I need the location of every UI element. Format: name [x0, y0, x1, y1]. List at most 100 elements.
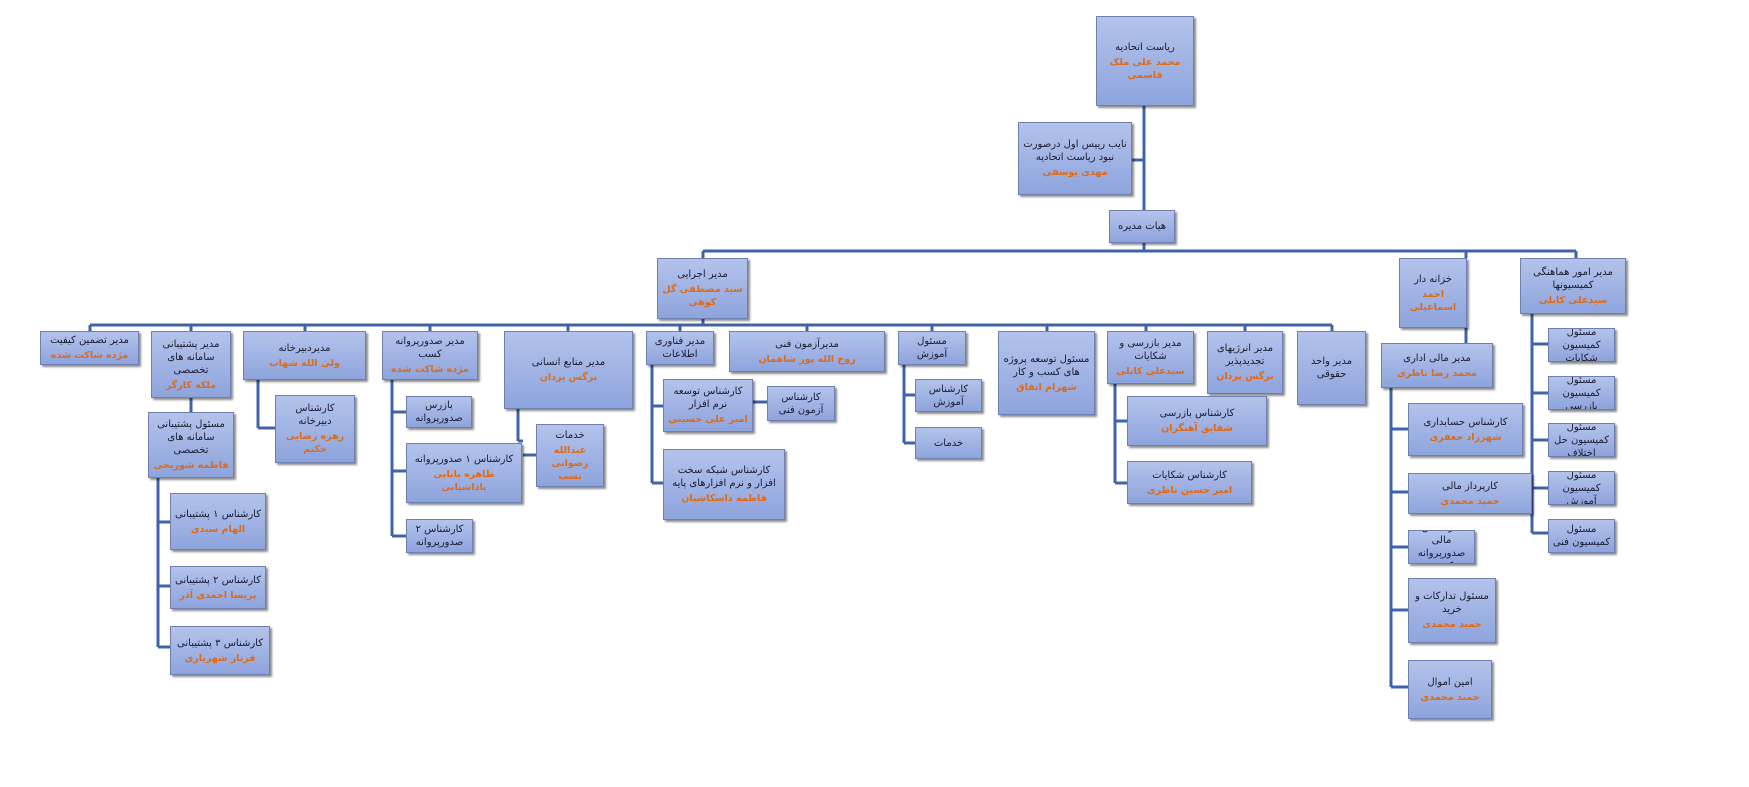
node-person: امیر حسین ناظری: [1146, 484, 1233, 496]
node-education-officer[interactable]: مسئول آموزش: [898, 331, 966, 365]
node-license-expert-2[interactable]: کارشناس ۲ صدورپروانه: [406, 519, 473, 553]
node-first-deputy[interactable]: نایب رییس اول درصورت نبود ریاست اتحادیه …: [1018, 122, 1132, 195]
node-title: امین اموال: [1427, 676, 1473, 688]
node-title: خزانه دار: [1414, 273, 1452, 285]
node-complaints-expert[interactable]: کارشناس شکایات امیر حسین ناظری: [1127, 461, 1252, 504]
node-person: محمد علی ملک قاسمی: [1109, 56, 1181, 81]
node-test-manager[interactable]: مدیرآزمون فنی روح الله پور شاهمان: [729, 331, 885, 372]
node-title: مسئول پشتیبانی سامانه های تخصصی: [157, 419, 225, 456]
node-title: مسئول کمیسیون بازرسی: [1562, 376, 1601, 410]
node-person: حمید محمدی: [1440, 495, 1500, 507]
node-title: مسئول آموزش: [916, 336, 948, 360]
node-person: شهرزاد جعفری: [1429, 431, 1502, 443]
node-title: کارشناس ۲ صدورپروانه: [415, 524, 464, 548]
node-title: مدیر فناوری اطلاعات: [654, 336, 706, 360]
node-title: بازرس صدورپروانه: [415, 400, 463, 424]
node-education-services[interactable]: خدمات: [915, 427, 982, 459]
node-person: فاطمه شوریجی: [153, 460, 229, 471]
node-support-expert-3[interactable]: کارشناس ۳ پشتیبانی فرناز شهریاری: [170, 626, 270, 675]
node-commission-dispute[interactable]: مسئول کمیسیون حل اختلاف: [1548, 423, 1615, 457]
node-title: کارشناس مالی صدورپروانه کسب: [1417, 531, 1466, 563]
node-person: الهام سیدی: [190, 523, 246, 535]
node-title: مسئول کمیسیون آموزش: [1562, 471, 1601, 505]
node-legal-manager[interactable]: مدیر واحد حقوقی: [1297, 331, 1366, 405]
node-inspection-manager[interactable]: مدیر بازرسی و شکایات سیدعلی کابلی: [1107, 331, 1194, 384]
node-person: نرگس یزدان: [539, 372, 598, 383]
node-secretariat-manager[interactable]: مدیردبیرخانه ولی الله شهاب: [243, 331, 366, 380]
node-commission-education[interactable]: مسئول کمیسیون آموزش: [1548, 471, 1615, 505]
node-property-officer[interactable]: امین اموال حمید محمدی: [1408, 660, 1492, 719]
node-license-inspector[interactable]: بازرس صدورپروانه: [406, 396, 472, 428]
node-title: کارشناس آموزش: [928, 383, 969, 408]
node-title: مسئول کمیسیون حل اختلاف: [1554, 423, 1609, 457]
node-admin-finance-manager[interactable]: مدیر مالی اداری محمد رضا ناظری: [1381, 343, 1493, 388]
node-title: کارشناس بازرسی: [1159, 408, 1235, 419]
node-procurement-officer[interactable]: مسئول تدارکات و خرید حمید محمدی: [1408, 578, 1496, 643]
node-title: مدیر امور هماهنگی کمیسیونها: [1533, 266, 1613, 291]
node-commission-complaints[interactable]: مسئول کمیسیون شکایات: [1548, 328, 1615, 362]
node-title: مدیر اجرایی: [677, 269, 728, 280]
node-title: مسئول کمیسیون فنی: [1552, 524, 1611, 548]
node-support-expert-2[interactable]: کارشناس ۲ پشتیبانی پریسا احمدی آذر: [170, 566, 266, 609]
node-title: مدیر پشتیبانی سامانه های تخصصی: [162, 338, 220, 376]
node-title: مسئول تدارکات و خرید: [1415, 591, 1489, 615]
node-services[interactable]: خدمات عبدالله رضوانی نسب: [536, 424, 604, 487]
node-hr-manager[interactable]: مدیر منابع انسانی نرگس یزدان: [504, 331, 633, 409]
node-finance-license-expert[interactable]: کارشناس مالی صدورپروانه کسب: [1408, 530, 1475, 564]
node-title: کارشناس حسابداری: [1423, 416, 1508, 428]
node-title: مدیرآزمون فنی: [775, 338, 839, 350]
node-license-expert-1[interactable]: کارشناس ۱ صدورپروانه طاهره بابایی باداشی…: [406, 443, 522, 503]
node-title: مسئول توسعه پروژه های کسب و کار: [1003, 353, 1090, 378]
node-person: محمد رضا ناظری: [1396, 367, 1478, 379]
node-test-expert[interactable]: کارشناس آزمون فنی: [767, 386, 835, 421]
node-person: زهره رضایی حکیم: [285, 431, 345, 455]
node-board[interactable]: هیات مدیره: [1109, 210, 1175, 243]
node-title: کارپرداز مالی: [1442, 480, 1498, 492]
node-energy-manager[interactable]: مدیر انرژیهای تجدیدپذیر نرگس یزدان: [1207, 331, 1283, 394]
node-person: سید مصطفی گل کوهی: [662, 284, 743, 308]
node-it-manager[interactable]: مدیر فناوری اطلاعات: [646, 331, 714, 365]
node-president[interactable]: ریاست اتحادیه محمد علی ملک قاسمی: [1096, 16, 1194, 106]
node-license-manager[interactable]: مدیر صدورپروانه کسب مژده شاکت شده: [382, 331, 478, 380]
node-support-officer[interactable]: مسئول پشتیبانی سامانه های تخصصی فاطمه شو…: [148, 412, 234, 478]
node-person: ملکه کارگر: [165, 379, 217, 391]
node-title: مسئول کمیسیون شکایات: [1562, 328, 1601, 362]
node-inspection-expert[interactable]: کارشناس بازرسی شقایق آهنگران: [1127, 396, 1267, 446]
node-finance-officer[interactable]: کارپرداز مالی حمید محمدی: [1408, 473, 1532, 514]
node-person: حمید محمدی: [1422, 619, 1482, 630]
node-support-expert-1[interactable]: کارشناس ۱ پشتیبانی الهام سیدی: [170, 493, 266, 550]
node-treasurer[interactable]: خزانه دار احمد اسماعیلی: [1399, 258, 1467, 328]
node-title: مدیر منابع انسانی: [531, 357, 606, 368]
node-title: کارشناس شبکه سخت افزار و نرم افزارهای پا…: [672, 465, 776, 489]
node-title: کارشناس ۱ پشتیبانی: [175, 508, 261, 520]
node-commission-inspection[interactable]: مسئول کمیسیون بازرسی: [1548, 376, 1615, 410]
node-project-officer[interactable]: مسئول توسعه پروژه های کسب و کار شهرام ات…: [998, 331, 1095, 415]
node-person: فاطمه داسکاشیان: [681, 493, 767, 504]
node-education-expert[interactable]: کارشناس آموزش: [915, 379, 982, 412]
node-executive-manager[interactable]: مدیر اجرایی سید مصطفی گل کوهی: [657, 258, 748, 319]
node-accounting-expert[interactable]: کارشناس حسابداری شهرزاد جعفری: [1408, 403, 1523, 456]
node-title: خدمات: [933, 437, 964, 449]
node-person: مهدی یوسفی: [1042, 167, 1108, 178]
node-person: مژده شاکت شده: [391, 364, 469, 375]
node-title: کارشناس ۱ صدورپروانه: [414, 453, 514, 465]
node-person: مژده شاکت شده: [50, 350, 129, 361]
node-title: کارشناس ۲ پشتیبانی: [175, 574, 261, 586]
node-commission-technical[interactable]: مسئول کمیسیون فنی: [1548, 519, 1615, 553]
node-title: مدیر بازرسی و شکایات: [1119, 338, 1182, 362]
node-title: مدیر مالی اداری: [1403, 352, 1471, 364]
node-coordination-manager[interactable]: مدیر امور هماهنگی کمیسیونها سیدعلی کابلی: [1520, 258, 1626, 314]
node-person: سیدعلی کابلی: [1116, 366, 1185, 377]
node-network-expert[interactable]: کارشناس شبکه سخت افزار و نرم افزارهای پا…: [663, 449, 785, 520]
node-quality-manager[interactable]: مدیر تضمین کیفیت مژده شاکت شده: [40, 331, 139, 365]
node-title: کارشناس دبیرخانه: [295, 403, 335, 427]
node-title: خدمات: [555, 429, 585, 441]
node-person: شقایق آهنگران: [1161, 423, 1233, 434]
node-person: ولی الله شهاب: [269, 357, 340, 369]
node-software-expert[interactable]: کارشناس توسعه نرم افزار امیر علی حسینی: [663, 379, 753, 432]
node-support-manager[interactable]: مدیر پشتیبانی سامانه های تخصصی ملکه کارگ…: [151, 331, 231, 398]
node-title: مدیردبیرخانه: [278, 342, 331, 354]
node-secretariat-expert[interactable]: کارشناس دبیرخانه زهره رضایی حکیم: [275, 395, 355, 463]
node-title: ریاست اتحادیه: [1115, 41, 1175, 53]
